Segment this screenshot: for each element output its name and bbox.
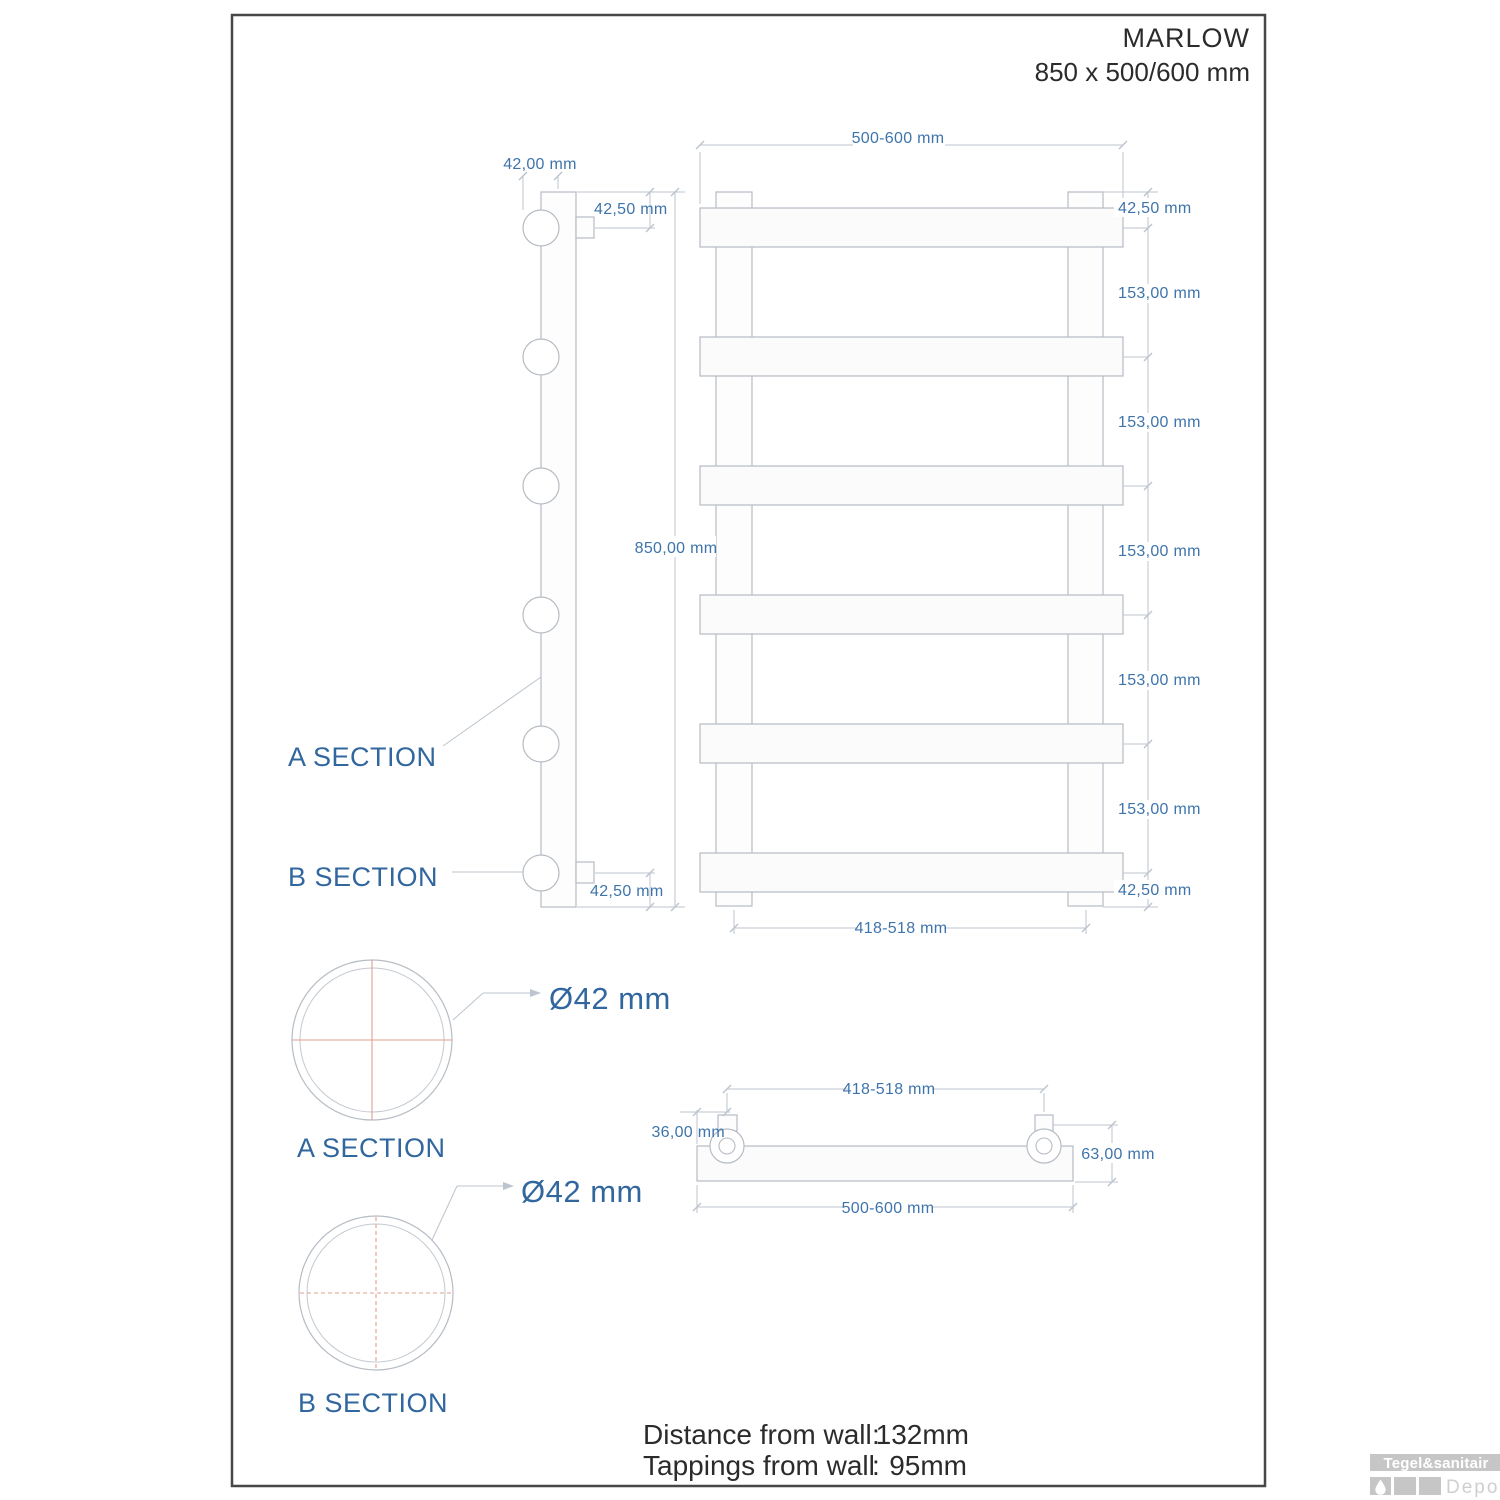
- detail-a-title: A SECTION: [297, 1133, 446, 1163]
- note-distance-value: 132mm: [876, 1419, 969, 1450]
- note-distance-label: Distance from wall: [643, 1419, 872, 1450]
- front-view-left-pipe: [715, 191, 753, 907]
- note-distance-colon: :: [872, 1419, 880, 1450]
- b-section-callout: B SECTION: [288, 862, 438, 892]
- water-drop-icon: [1375, 1479, 1386, 1495]
- installation-notes: Distance from wall : 132mm Tappings from…: [643, 1419, 969, 1481]
- side-view-top-tapping: [575, 216, 595, 239]
- dim-top-view-width: 500-600 mm: [842, 1200, 935, 1217]
- dim-top-view-pitch: 418-518 mm: [843, 1081, 936, 1098]
- detail-b-section: Ø42 mm B SECTION: [298, 1174, 643, 1418]
- towel-bar-5: [699, 723, 1124, 764]
- logo-square-2: [1394, 1477, 1416, 1495]
- logo-banner: [1370, 1454, 1500, 1471]
- side-view-tube-2: [522, 338, 560, 376]
- dim-top-view-depth: 63,00 mm: [1081, 1146, 1155, 1163]
- side-view-tube-1: [522, 209, 560, 247]
- logo-square-3: [1419, 1477, 1441, 1495]
- detail-a-diameter-label: Ø42 mm: [549, 981, 671, 1016]
- detail-b-title: B SECTION: [298, 1388, 448, 1418]
- detail-b-diameter-label: Ø42 mm: [521, 1174, 643, 1209]
- dim-bar-spacing-4: 153,00 mm: [1118, 672, 1201, 689]
- dim-front-top-gap: 42,50 mm: [1118, 200, 1192, 217]
- top-view-left-connector: [709, 1128, 745, 1164]
- front-view: 500-600 mm 850,00 mm 42,50 mm 153,00 mm …: [635, 126, 1201, 937]
- towel-bar-1: [699, 207, 1124, 248]
- towel-bar-3: [699, 465, 1124, 506]
- a-section-callout: A SECTION: [288, 742, 437, 772]
- logo-brand-text: Tegel&sanitair: [1383, 1455, 1488, 1472]
- top-view-bar: [696, 1145, 1074, 1182]
- note-tappings-value: 95mm: [889, 1450, 967, 1481]
- dim-bar-spacing-3: 153,00 mm: [1118, 543, 1201, 560]
- top-view-right-connector-bore: [1035, 1137, 1053, 1155]
- dim-side-bottom-offset: 42,50 mm: [590, 883, 664, 900]
- note-tappings-colon: :: [872, 1450, 880, 1481]
- dim-top-view-edge-offset: 36,00 mm: [651, 1124, 725, 1141]
- towel-bar-4: [699, 594, 1124, 635]
- towel-bar-6: [699, 852, 1124, 893]
- front-view-right-pipe: [1067, 191, 1104, 907]
- product-title: MARLOW: [1123, 23, 1251, 53]
- dim-bar-spacing-1: 153,00 mm: [1118, 285, 1201, 302]
- side-view-tube-6: [522, 854, 560, 892]
- side-view-bottom-tapping: [575, 861, 595, 884]
- side-view-tube-4: [522, 596, 560, 634]
- top-view-left-connector-bore: [718, 1137, 736, 1155]
- side-view-tube-3: [522, 467, 560, 505]
- dim-front-tap-pitch: 418-518 mm: [855, 920, 948, 937]
- page-border: [230, 13, 1267, 1488]
- detail-a-section: Ø42 mm A SECTION: [291, 959, 671, 1163]
- leader-arrow: [530, 989, 541, 997]
- brand-logo: Tegel&sanitair Depot: [1370, 1454, 1500, 1498]
- dim-tube-diameter: 42,00 mm: [503, 156, 577, 173]
- leader-arrow: [503, 1182, 514, 1190]
- dim-front-bottom-gap: 42,50 mm: [1118, 882, 1192, 899]
- side-view-vertical-collector: [540, 191, 577, 908]
- dim-bar-spacing-2: 153,00 mm: [1118, 414, 1201, 431]
- side-view-tube-5: [522, 725, 560, 763]
- product-size: 850 x 500/600 mm: [1035, 57, 1250, 87]
- dim-side-top-offset: 42,50 mm: [594, 201, 668, 218]
- towel-bar-2: [699, 336, 1124, 377]
- top-view: 418-518 mm 36,00 mm 63,00 mm 500-600 mm: [651, 1078, 1160, 1217]
- dim-overall-height: 850,00 mm: [635, 540, 718, 557]
- detail-b-outer-circle: [298, 1215, 454, 1371]
- dim-overall-width: 500-600 mm: [852, 130, 945, 147]
- dim-bar-spacing-5: 153,00 mm: [1118, 801, 1201, 818]
- top-view-right-connector: [1026, 1128, 1062, 1164]
- logo-sub-text: Depot: [1446, 1477, 1500, 1498]
- side-view: 42,00 mm 42,50 mm 42,50 mm A SECTION B S…: [288, 156, 685, 912]
- note-tappings-label: Tappings from wall: [643, 1450, 875, 1481]
